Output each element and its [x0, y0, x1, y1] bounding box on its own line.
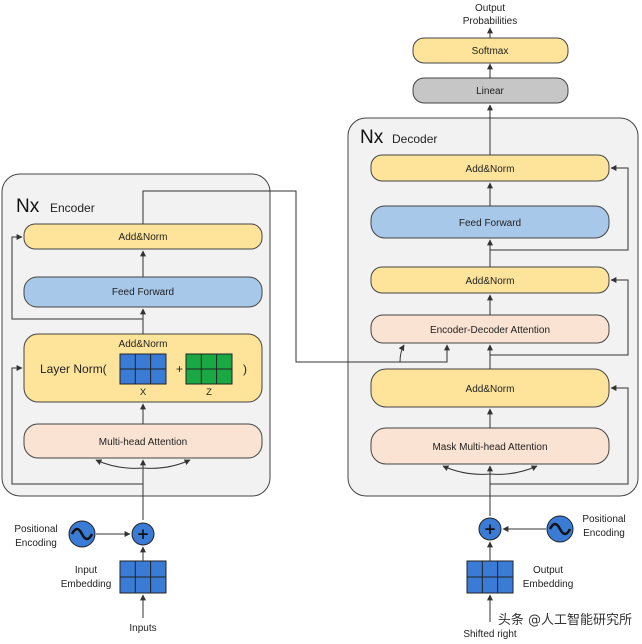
- decoder-mask-multi-head-label: Mask Multi-head Attention: [432, 442, 547, 453]
- decoder-pos-enc-line1: Positional: [582, 514, 625, 525]
- encoder-add-norm-top-label: Add&Norm: [119, 232, 168, 243]
- decoder-nx-label: Nx: [360, 127, 384, 148]
- x-matrix: [119, 353, 167, 385]
- decoder-add-norm-2-label: Add&Norm: [466, 276, 515, 287]
- encoder-to-decoder-connector: [142, 190, 450, 363]
- output-embedding-line2: Embedding: [523, 579, 574, 590]
- shifted-right-label: Shifted right: [463, 629, 517, 640]
- decoder-title: Decoder: [392, 132, 437, 146]
- output-probabilities-line2: Probabilities: [463, 16, 517, 27]
- z-label: Z: [206, 387, 212, 398]
- encoder-block: Nx Encoder Add&Norm Feed Forward Add&Nor…: [1, 173, 271, 497]
- output-embedding-matrix: [466, 560, 514, 594]
- encoder-nx-label: Nx: [16, 196, 40, 217]
- input-embedding-matrix: [119, 560, 167, 594]
- output-embedding-line1: Output: [533, 565, 563, 576]
- softmax-label: Softmax: [472, 46, 509, 57]
- encoder-multi-head-label: Multi-head Attention: [99, 437, 187, 448]
- encoder-add-norm-mid-label: Add&Norm: [119, 339, 168, 350]
- encoder-add-circle: [131, 522, 155, 546]
- encoder-add-plus-icon: +: [137, 525, 150, 543]
- decoder-add-norm-1-label: Add&Norm: [466, 164, 515, 175]
- inputs-label: Inputs: [129, 623, 156, 634]
- decoder-add-norm-3-label: Add&Norm: [466, 384, 515, 395]
- decoder-add-plus-icon: +: [484, 520, 497, 538]
- encoder-pos-enc-line1: Positional: [14, 524, 57, 535]
- plus-sign: +: [176, 362, 183, 376]
- paren-close: ): [243, 362, 247, 376]
- encoder-pos-enc-line2: Encoding: [15, 538, 57, 549]
- z-matrix: [185, 353, 233, 385]
- linear-label: Linear: [476, 86, 504, 97]
- decoder-enc-dec-attention-label: Encoder-Decoder Attention: [430, 325, 550, 336]
- output-stack: Linear Softmax Output Probabilities: [412, 3, 569, 155]
- encoder-feed-forward-label: Feed Forward: [112, 287, 174, 298]
- decoder-pos-enc-line2: Encoding: [583, 528, 625, 539]
- x-label: X: [140, 387, 147, 398]
- layer-norm-label: Layer Norm(: [40, 362, 107, 376]
- input-embedding-line1: Input: [75, 565, 97, 576]
- encoder-title: Encoder: [50, 201, 95, 215]
- output-probabilities-line1: Output: [475, 3, 505, 14]
- decoder-input-stack: + Positional Encoding Output Embedding S…: [463, 465, 626, 640]
- input-embedding-line2: Embedding: [61, 579, 112, 590]
- encoder-input-stack: + Positional Encoding Input Embedding In…: [14, 459, 167, 634]
- decoder-block: Nx Decoder Add&Norm Feed Forward Add&Nor…: [347, 117, 639, 497]
- decoder-add-circle: [478, 517, 502, 541]
- watermark: 头条 @人工智能研究所: [498, 612, 632, 628]
- decoder-feed-forward-label: Feed Forward: [459, 218, 521, 229]
